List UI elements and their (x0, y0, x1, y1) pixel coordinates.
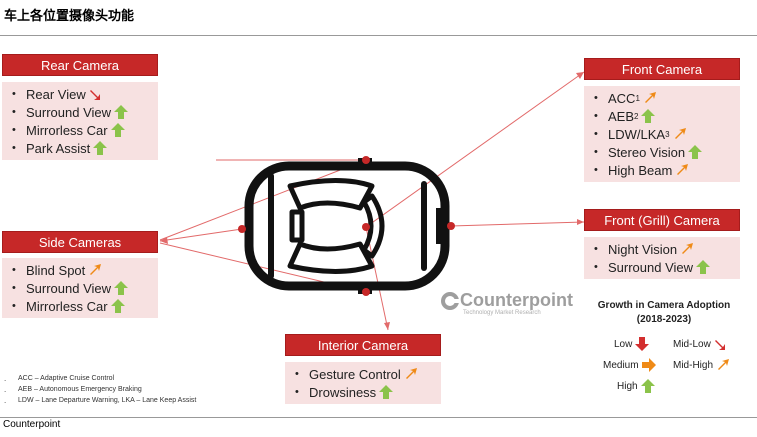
rear-camera-panel: •Rear View •Surround View •Mirrorless Ca… (2, 82, 158, 160)
mid-low-arrow-icon (714, 340, 725, 350)
high-arrow-icon (110, 123, 125, 137)
source-label: Counterpoint (3, 419, 61, 430)
footnote-marker: . (4, 375, 7, 383)
high-arrow-icon (640, 379, 655, 393)
camera-dot-interior (362, 223, 370, 231)
footnote-ldw-lka: LDW – Lane Departure Warning, LKA – Lane… (18, 397, 197, 404)
camera-dot-rear (238, 225, 246, 233)
list-item: •Drowsiness (295, 383, 441, 401)
high-arrow-icon (696, 260, 711, 274)
list-item: •High Beam (594, 161, 740, 179)
legend-low: Low (614, 336, 650, 352)
legend-title: Growth in Camera Adoption (2018-2023) (597, 300, 731, 325)
mid-high-arrow-icon (677, 164, 689, 175)
line-side-left (159, 228, 243, 242)
mid-low-arrow-icon (89, 90, 100, 100)
line-grill (450, 221, 585, 227)
list-item: •Surround View (594, 258, 740, 276)
counterpoint-logo: Counterpoint (440, 290, 573, 311)
interior-camera-panel: •Gesture Control •Drowsiness (285, 362, 441, 404)
list-item: •Stereo Vision (594, 143, 740, 161)
page-title: 车上各位置摄像头功能 (4, 9, 135, 24)
medium-arrow-icon (641, 358, 656, 372)
front-grill-camera-panel: •Night Vision •Surround View (584, 237, 740, 279)
front-grill-camera-title: Front (Grill) Camera (584, 209, 740, 231)
footnote-marker: . (4, 397, 7, 405)
bottom-divider (0, 417, 757, 418)
mid-high-arrow-icon (674, 128, 686, 139)
list-item: •Mirrorless Car (12, 121, 158, 139)
counterpoint-logo-icon (441, 291, 460, 310)
side-cameras-title: Side Cameras (2, 231, 158, 253)
camera-dots (238, 156, 455, 296)
list-item: •Gesture Control (295, 365, 441, 383)
low-arrow-icon (635, 337, 650, 351)
brand-name: Counterpoint (460, 290, 573, 310)
high-arrow-icon (110, 299, 125, 313)
legend-mid-high: Mid-High (673, 357, 731, 373)
camera-dot-rear-top (362, 156, 370, 164)
high-arrow-icon (114, 281, 129, 295)
high-arrow-icon (93, 141, 108, 155)
high-arrow-icon (688, 145, 703, 159)
footnote-acc: ACC – Adaptive Cruise Control (18, 375, 115, 382)
mid-high-arrow-icon (682, 243, 694, 254)
list-item: •Surround View (12, 103, 158, 121)
list-item: •Rear View (12, 85, 158, 103)
car-icon (244, 158, 450, 294)
list-item: •Blind Spot (12, 261, 158, 279)
mid-high-arrow-icon (90, 264, 102, 275)
interior-camera-title: Interior Camera (285, 334, 441, 356)
high-arrow-icon (379, 385, 394, 399)
line-front (365, 71, 585, 228)
mid-high-arrow-icon (644, 92, 656, 103)
brand-subtitle: Technology Market Research (463, 310, 541, 316)
mid-high-arrow-icon (718, 359, 730, 370)
front-camera-title: Front Camera (584, 58, 740, 80)
list-item: •Night Vision (594, 240, 740, 258)
legend-medium: Medium (603, 357, 657, 373)
list-item: •Mirrorless Car (12, 297, 158, 315)
legend-mid-low: Mid-Low (673, 336, 729, 352)
camera-dot-bottom (362, 288, 370, 296)
footnote-marker: . (4, 386, 7, 394)
camera-dot-grill (447, 222, 455, 230)
side-cameras-panel: •Blind Spot •Surround View •Mirrorless C… (2, 258, 158, 318)
rear-camera-title: Rear Camera (2, 54, 158, 76)
legend-high: High (617, 378, 656, 394)
list-item: •Park Assist (12, 139, 158, 157)
mid-high-arrow-icon (405, 368, 417, 379)
top-divider (0, 35, 757, 36)
arrow-heads (160, 72, 584, 330)
high-arrow-icon (114, 105, 129, 119)
footnote-aeb: AEB – Autonomous Emergency Braking (18, 386, 142, 393)
line-rear-side (159, 159, 367, 241)
list-item: •Surround View (12, 279, 158, 297)
high-arrow-icon (641, 109, 656, 123)
